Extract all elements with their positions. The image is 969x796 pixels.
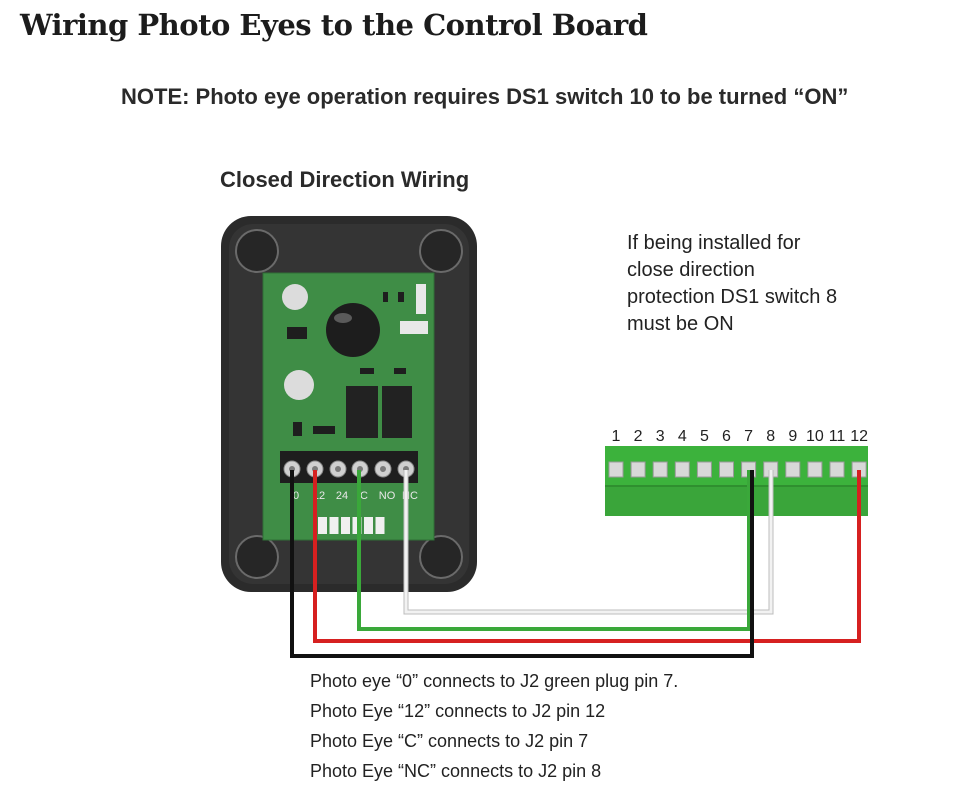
plug-pin-label: 3 xyxy=(656,428,665,445)
wire-white-nc-to-pin-8-core xyxy=(404,470,773,614)
wires xyxy=(290,470,861,658)
ds1-note: NOTE: Photo eye operation requires DS1 s… xyxy=(121,84,849,109)
pcb-led-middle xyxy=(284,370,314,400)
plug-pin-label: 11 xyxy=(829,428,846,445)
plug-pin-screw xyxy=(719,461,734,478)
plug-pin-label: 8 xyxy=(766,428,775,445)
side-note-line: If being installed for xyxy=(627,232,801,254)
plug-pin-label: 5 xyxy=(700,428,709,445)
connection-list: Photo eye “0” connects to J2 green plug … xyxy=(310,666,678,786)
plug-pin-screw xyxy=(652,461,668,478)
page-title: Wiring Photo Eyes to the Control Board xyxy=(20,8,648,42)
terminal-screw-center xyxy=(335,466,341,472)
plug-pin-screw xyxy=(829,461,845,478)
plug-bottom-ridge xyxy=(605,486,868,516)
mount-hole-top-right xyxy=(419,229,463,273)
plug-pin-label: 6 xyxy=(722,428,731,445)
plug-pin-screw xyxy=(807,461,823,478)
side-note-line: must be ON xyxy=(627,313,734,335)
connection-item: Photo Eye “12” connects to J2 pin 12 xyxy=(310,701,606,721)
plug-pin-screw xyxy=(630,461,646,478)
connection-item: Photo eye “0” connects to J2 green plug … xyxy=(310,671,679,691)
plug-pin-label: 4 xyxy=(678,428,687,445)
terminal-block xyxy=(280,451,418,483)
dip-switch-slot xyxy=(318,517,327,534)
dip-switch-slot xyxy=(364,517,373,534)
plug-pin-label: 7 xyxy=(744,428,753,445)
pcb-component xyxy=(394,368,406,374)
dip-switch-slot xyxy=(329,517,339,534)
mount-hole-bottom-right xyxy=(419,535,463,579)
terminal-label: C xyxy=(360,490,368,502)
pcb-component xyxy=(383,292,388,302)
side-note-line: close direction xyxy=(627,259,755,281)
connection-item: Photo Eye “C” connects to J2 pin 7 xyxy=(310,731,589,751)
plug-pin-screw xyxy=(674,461,690,478)
plug-pin-label: 2 xyxy=(634,428,643,445)
plug-pins xyxy=(608,461,867,478)
pcb-chip xyxy=(287,327,307,339)
terminal-label: 0 xyxy=(293,490,299,502)
plug-pin-screw xyxy=(696,461,712,478)
pcb-component xyxy=(360,368,374,374)
side-note: If being installed for close direction p… xyxy=(627,230,927,338)
pcb-relay xyxy=(346,386,378,438)
plug-pin-screw xyxy=(608,461,624,478)
pcb-relay xyxy=(382,386,412,438)
plug-pin-label: 9 xyxy=(788,428,797,445)
plug-pin-label: 12 xyxy=(850,428,868,445)
connection-item: Photo Eye “NC” connects to J2 pin 8 xyxy=(310,761,602,781)
side-note-line: protection DS1 switch 8 xyxy=(627,286,838,308)
plug-pin-label: 10 xyxy=(806,428,824,445)
diagram-subtitle: Closed Direction Wiring xyxy=(220,167,470,192)
pcb-component xyxy=(313,426,335,434)
mount-hole-top-left xyxy=(235,229,279,273)
pcb-component xyxy=(293,422,302,436)
dip-switch-slot xyxy=(341,517,350,534)
ir-lens xyxy=(326,303,380,357)
wire-red-12-to-pin-12 xyxy=(313,470,861,643)
pcb-led-top xyxy=(282,284,308,310)
ir-lens-highlight xyxy=(334,313,352,323)
wire-black-0-to-pin-7 xyxy=(290,470,754,658)
mount-hole-bottom-left xyxy=(235,535,279,579)
terminal-label: NO xyxy=(379,490,396,502)
pcb-jumper xyxy=(416,284,426,314)
terminal-label: 24 xyxy=(336,490,348,502)
plug-pin-screw xyxy=(785,461,801,478)
pcb-component xyxy=(398,292,404,302)
dip-switch-slot xyxy=(375,517,385,534)
plug-pin-label: 1 xyxy=(612,428,621,445)
pcb-connector xyxy=(400,321,428,334)
terminal-screw-center xyxy=(380,466,386,472)
wire-green-c-to-pin-7 xyxy=(357,470,751,631)
